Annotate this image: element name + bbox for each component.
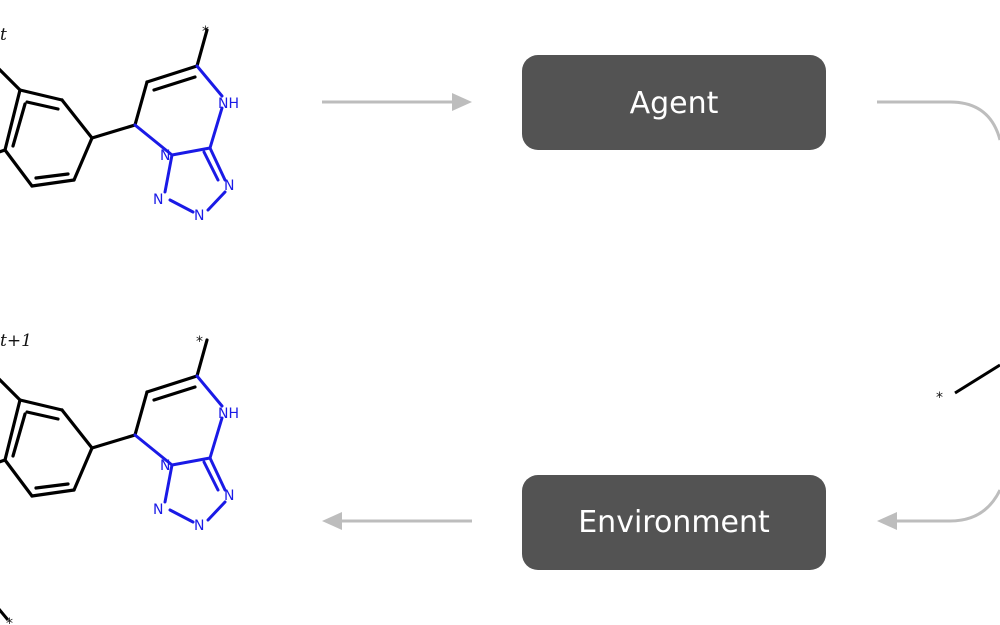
attachment-star: *: [202, 24, 209, 40]
state-t1-label: t+1: [0, 331, 32, 351]
molecule-state-t1: * *: [0, 334, 241, 625]
attachment-star: *: [6, 616, 13, 625]
attachment-star: *: [196, 334, 203, 350]
action-fragment: *: [936, 363, 1000, 406]
agent-to-action-arrow: [877, 100, 1000, 141]
environment-label: Environment: [578, 505, 770, 540]
state-to-agent-arrow: [322, 93, 472, 111]
environment-to-state-arrow: [322, 512, 472, 530]
environment-box: Environment: [522, 475, 826, 570]
attachment-star: *: [936, 390, 943, 406]
agent-box: Agent: [522, 55, 826, 150]
extra-bond: [0, 608, 10, 621]
agent-label: Agent: [630, 86, 719, 121]
action-to-environment-arrow: [877, 489, 1000, 530]
molecule-state-t: *: [0, 24, 241, 226]
state-t-label: t: [0, 25, 7, 45]
